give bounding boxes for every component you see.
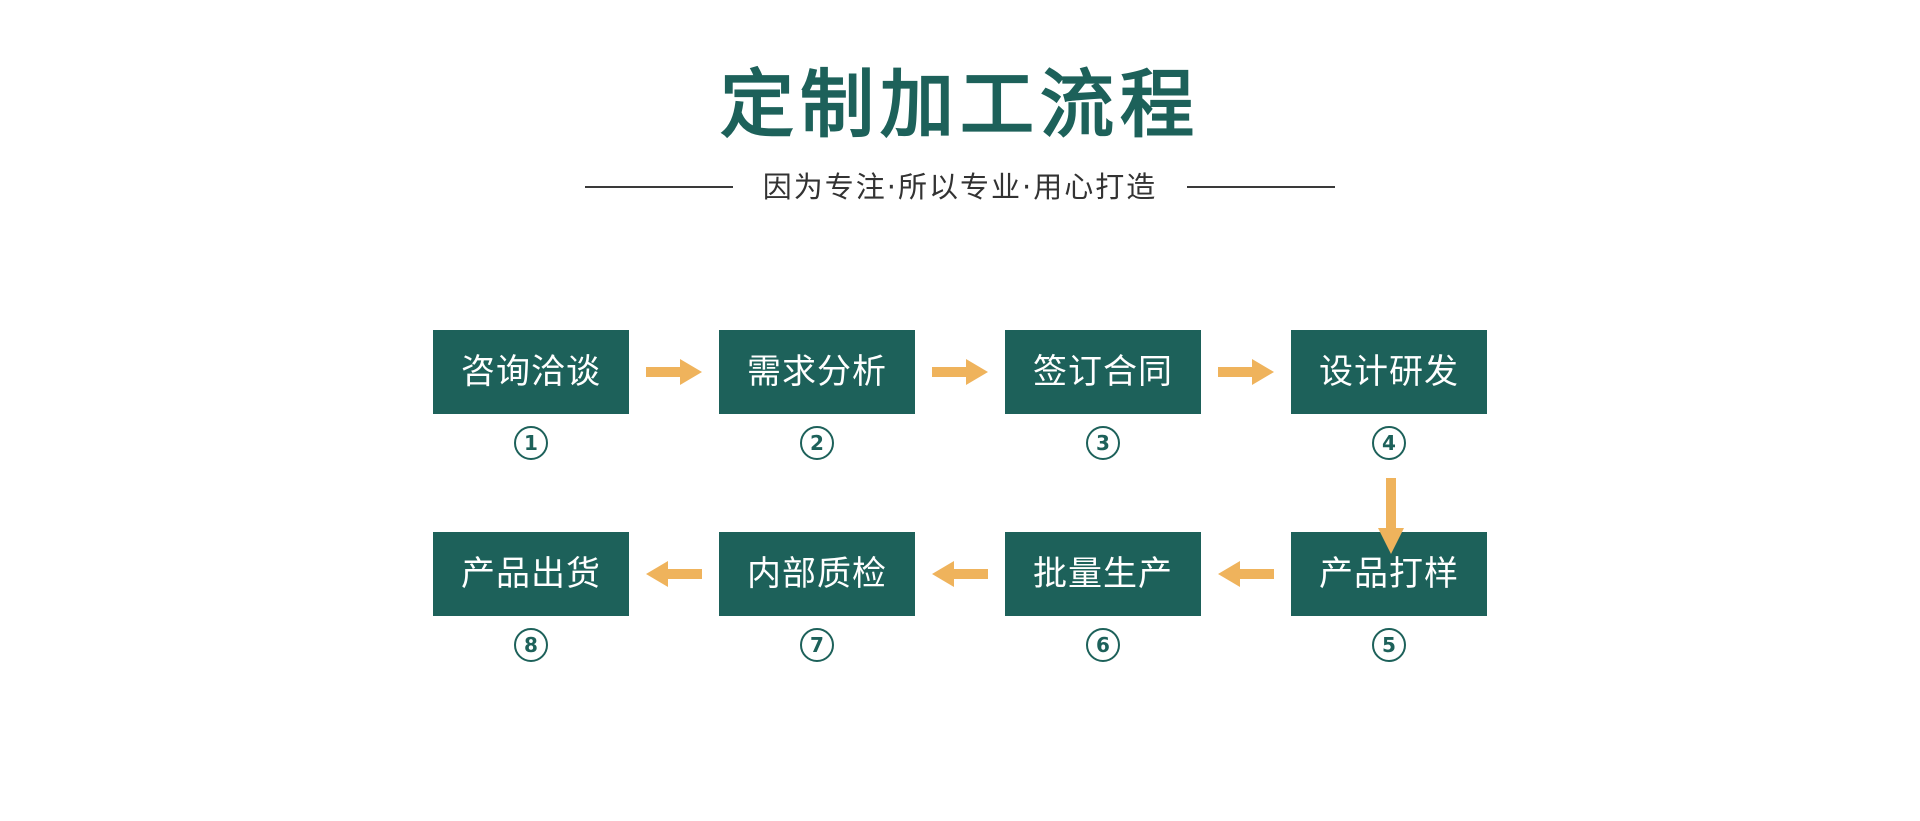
flow-step-8-box[interactable]: 产品出货 — [433, 532, 629, 616]
flow-step-3[interactable]: 签订合同 3 — [1005, 330, 1201, 460]
flow-row-bottom: 产品出货 8 内部质检 7 — [0, 532, 1920, 662]
arrow-left-icon — [646, 561, 702, 587]
subtitle-row: 因为专注·所以专业·用心打造 — [0, 170, 1920, 204]
connector-5-to-6 — [1201, 532, 1291, 616]
page-subtitle: 因为专注·所以专业·用心打造 — [762, 170, 1158, 204]
flow-step-2-number: 2 — [800, 426, 834, 460]
page-title: 定制加工流程 — [720, 62, 1200, 148]
arrow-left-icon — [1218, 561, 1274, 587]
flow-step-4-label: 设计研发 — [1319, 352, 1459, 392]
arrow-right-icon — [1218, 359, 1274, 385]
flow-step-3-box[interactable]: 签订合同 — [1005, 330, 1201, 414]
flow-step-2-box[interactable]: 需求分析 — [719, 330, 915, 414]
flow-step-7-label: 内部质检 — [747, 554, 887, 594]
divider-right — [1187, 186, 1336, 188]
flow-step-3-label: 签订合同 — [1033, 352, 1173, 392]
flow-row-top: 咨询洽谈 1 需求分析 2 — [0, 330, 1920, 460]
flow-step-3-number: 3 — [1086, 426, 1120, 460]
divider-left — [584, 186, 733, 188]
flow-step-4[interactable]: 设计研发 4 — [1291, 330, 1487, 460]
connector-7-to-8 — [629, 532, 719, 616]
flow-step-5[interactable]: 产品打样 5 — [1291, 532, 1487, 662]
flow-step-6-box[interactable]: 批量生产 — [1005, 532, 1201, 616]
flow-step-4-box[interactable]: 设计研发 — [1291, 330, 1487, 414]
flow-step-5-box[interactable]: 产品打样 — [1291, 532, 1487, 616]
connector-6-to-7 — [915, 532, 1005, 616]
connector-3-to-4 — [1201, 330, 1291, 414]
flow-step-6[interactable]: 批量生产 6 — [1005, 532, 1201, 662]
flow-step-6-label: 批量生产 — [1033, 554, 1173, 594]
flow-step-6-number: 6 — [1086, 628, 1120, 662]
flow-step-8-label: 产品出货 — [461, 554, 601, 594]
flow-step-1-number: 1 — [514, 426, 548, 460]
flow-step-4-number: 4 — [1372, 426, 1406, 460]
connector-2-to-3 — [915, 330, 1005, 414]
arrow-left-icon — [932, 561, 988, 587]
flow-step-2-label: 需求分析 — [747, 352, 887, 392]
flow-step-1-label: 咨询洽谈 — [461, 352, 601, 392]
arrow-right-icon — [646, 359, 702, 385]
connector-1-to-2 — [629, 330, 719, 414]
page-header: 定制加工流程 因为专注·所以专业·用心打造 — [0, 0, 1920, 204]
flow-step-7-box[interactable]: 内部质检 — [719, 532, 915, 616]
flow-step-2[interactable]: 需求分析 2 — [719, 330, 915, 460]
process-flow-diagram: 咨询洽谈 1 需求分析 2 — [0, 330, 1920, 662]
flow-step-1-box[interactable]: 咨询洽谈 — [433, 330, 629, 414]
flow-step-5-label: 产品打样 — [1319, 554, 1459, 594]
flow-step-8[interactable]: 产品出货 8 — [433, 532, 629, 662]
flow-step-7-number: 7 — [800, 628, 834, 662]
flow-step-5-number: 5 — [1372, 628, 1406, 662]
flow-step-8-number: 8 — [514, 628, 548, 662]
flow-step-7[interactable]: 内部质检 7 — [719, 532, 915, 662]
flow-step-1[interactable]: 咨询洽谈 1 — [433, 330, 629, 460]
arrow-right-icon — [932, 359, 988, 385]
